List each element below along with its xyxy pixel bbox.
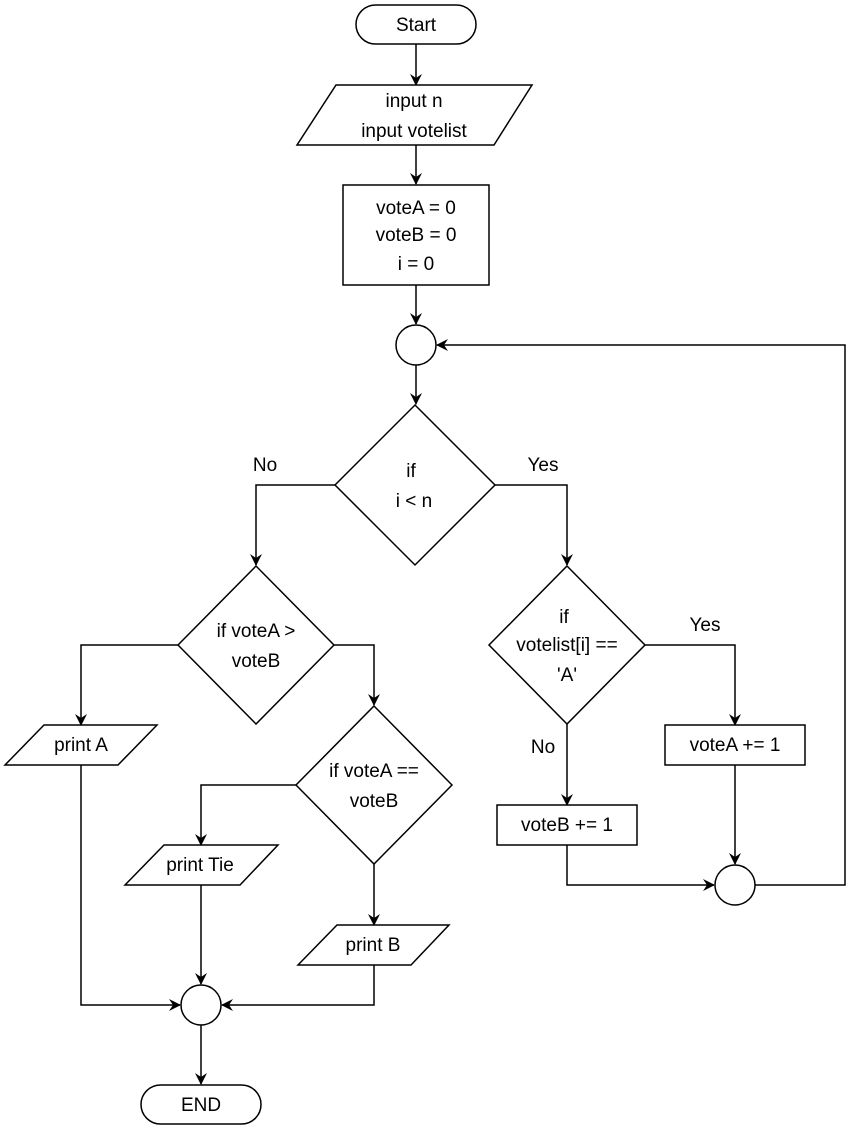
print-b-label: print B	[346, 935, 401, 956]
votelist-line3: 'A'	[557, 665, 577, 686]
loop-condition: if i < n	[333, 403, 497, 567]
inc-votea-process: voteA += 1	[664, 724, 806, 766]
votea-greater-line1: if voteA >	[217, 621, 296, 642]
print-tie-label: print Tie	[166, 855, 234, 876]
print-a-output: print A	[3, 724, 159, 766]
edge-label-no-votelist: No	[531, 737, 555, 758]
edge-label-no-main: No	[253, 455, 277, 476]
edge-gt-print-a	[75, 644, 178, 726]
edge-condition-yes	[495, 484, 573, 566]
end-label: END	[181, 1095, 221, 1116]
votelist-line1: if	[559, 607, 569, 628]
init-votea-label: voteA = 0	[376, 198, 456, 219]
edge-print-b-merge	[221, 965, 375, 1011]
tie-decision: if voteA == voteB	[294, 704, 454, 866]
input-n-label: input n	[385, 91, 442, 112]
loop-condition-if-label: if	[406, 461, 416, 482]
init-voteb-label: voteB = 0	[376, 225, 457, 246]
edge-label-yes-votelist: Yes	[690, 615, 721, 636]
edge-loop-back	[436, 339, 846, 886]
input-votelist-label: input votelist	[361, 121, 467, 142]
print-b-output: print B	[296, 924, 451, 966]
edge-label-yes-main: Yes	[528, 455, 559, 476]
increment-merge-connector	[714, 864, 756, 906]
edge-condition-no	[250, 484, 336, 566]
votea-greater-line2: voteB	[232, 651, 281, 672]
edge-gt-tie-check	[334, 644, 380, 706]
end-terminal: END	[140, 1084, 262, 1125]
loop-connector	[395, 324, 437, 366]
init-i-label: i = 0	[398, 254, 434, 275]
print-tie-output: print Tie	[123, 844, 280, 886]
tie-line2: voteB	[350, 791, 399, 812]
votelist-decision: if votelist[i] == 'A'	[487, 564, 647, 726]
votea-greater-decision: if voteA > voteB	[176, 564, 336, 726]
votelist-line2: votelist[i] ==	[516, 635, 617, 656]
start-label: Start	[396, 15, 437, 36]
inc-voteb-process: voteB += 1	[496, 804, 638, 846]
init-process: voteA = 0 voteB = 0 i = 0	[342, 184, 490, 286]
inc-votea-label: voteA += 1	[690, 735, 781, 756]
edges	[75, 44, 846, 1085]
loop-condition-expr-label: i < n	[396, 491, 432, 512]
tie-line1: if voteA ==	[329, 761, 419, 782]
edge-tie-print-tie	[195, 784, 296, 846]
edge-print-a-merge	[80, 765, 181, 1011]
edge-votelist-yes	[645, 644, 741, 726]
result-merge-connector	[180, 984, 222, 1026]
inc-voteb-label: voteB += 1	[521, 815, 613, 836]
start-terminal: Start	[355, 4, 477, 45]
edge-inc-b-merge	[566, 845, 715, 891]
input-node: input n input votelist	[295, 84, 534, 146]
print-a-label: print A	[54, 735, 108, 756]
